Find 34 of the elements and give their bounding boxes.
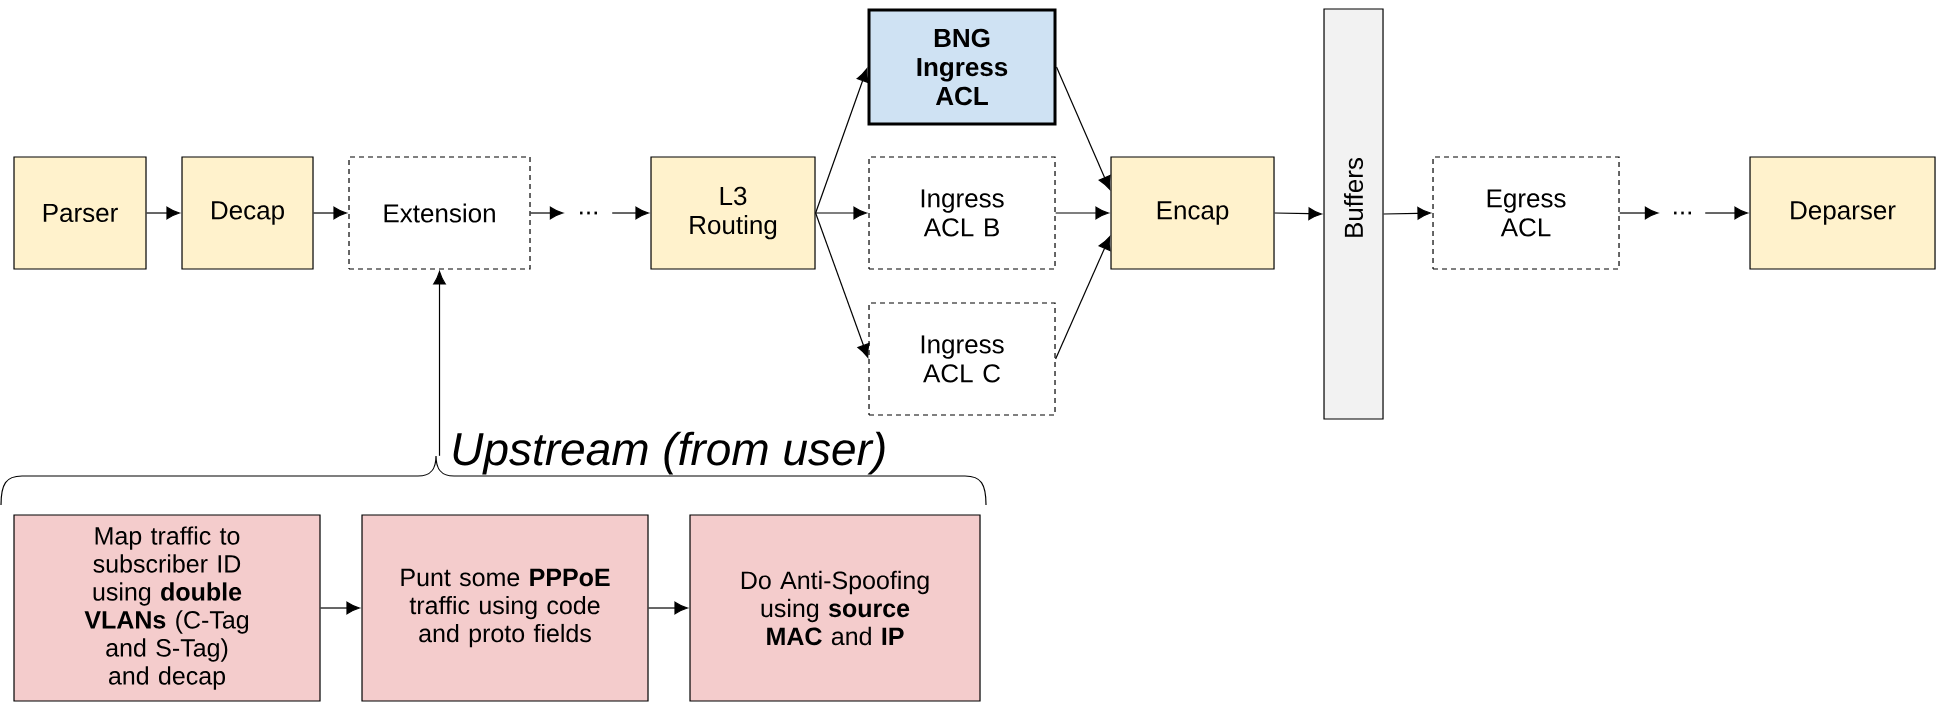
arrow <box>146 206 180 220</box>
arrow <box>611 206 649 220</box>
arrow <box>313 206 347 220</box>
arrow <box>320 601 360 615</box>
arrow <box>1704 206 1748 220</box>
arrow <box>1055 236 1111 360</box>
highlighted-stage-box: BNG Ingress ACL <box>867 8 1057 126</box>
arrow <box>1055 206 1109 220</box>
optional-stage-box: Egress ACL <box>1432 156 1620 270</box>
stage-box: Decap <box>181 156 314 270</box>
buffer-bar: Buffers <box>1323 8 1384 420</box>
arrow <box>815 206 867 220</box>
arrow <box>433 271 446 457</box>
section-title: Upstream (from user) <box>453 431 885 475</box>
feature-box: Map traffic to subscriber ID using double VLANs (C-Tag and S-Tag) and decap <box>13 514 321 702</box>
feature-box: Do Anti-Spoofing using source MAC and IP <box>689 514 981 702</box>
stage-box: Encap <box>1110 156 1275 270</box>
arrow <box>648 601 688 615</box>
stage-box: Parser <box>13 156 147 270</box>
ellipsis-text: ... <box>1674 211 1691 215</box>
stage-box: L3 Routing <box>650 156 816 270</box>
optional-stage-box: Ingress ACL C <box>868 302 1056 416</box>
arrow <box>1619 206 1659 220</box>
optional-stage-box: Ingress ACL B <box>868 156 1056 270</box>
feature-box: Punt some PPPoE traffic using code and proto fields <box>361 514 649 702</box>
arrow <box>815 212 870 358</box>
ellipsis-text: ... <box>580 211 597 215</box>
arrow <box>530 206 564 220</box>
arrow <box>1383 206 1431 220</box>
arrow <box>1274 207 1322 221</box>
stage-box: Deparser <box>1749 156 1936 270</box>
optional-stage-box: Extension <box>348 156 531 270</box>
arrow <box>1055 66 1111 190</box>
arrow <box>815 68 869 214</box>
